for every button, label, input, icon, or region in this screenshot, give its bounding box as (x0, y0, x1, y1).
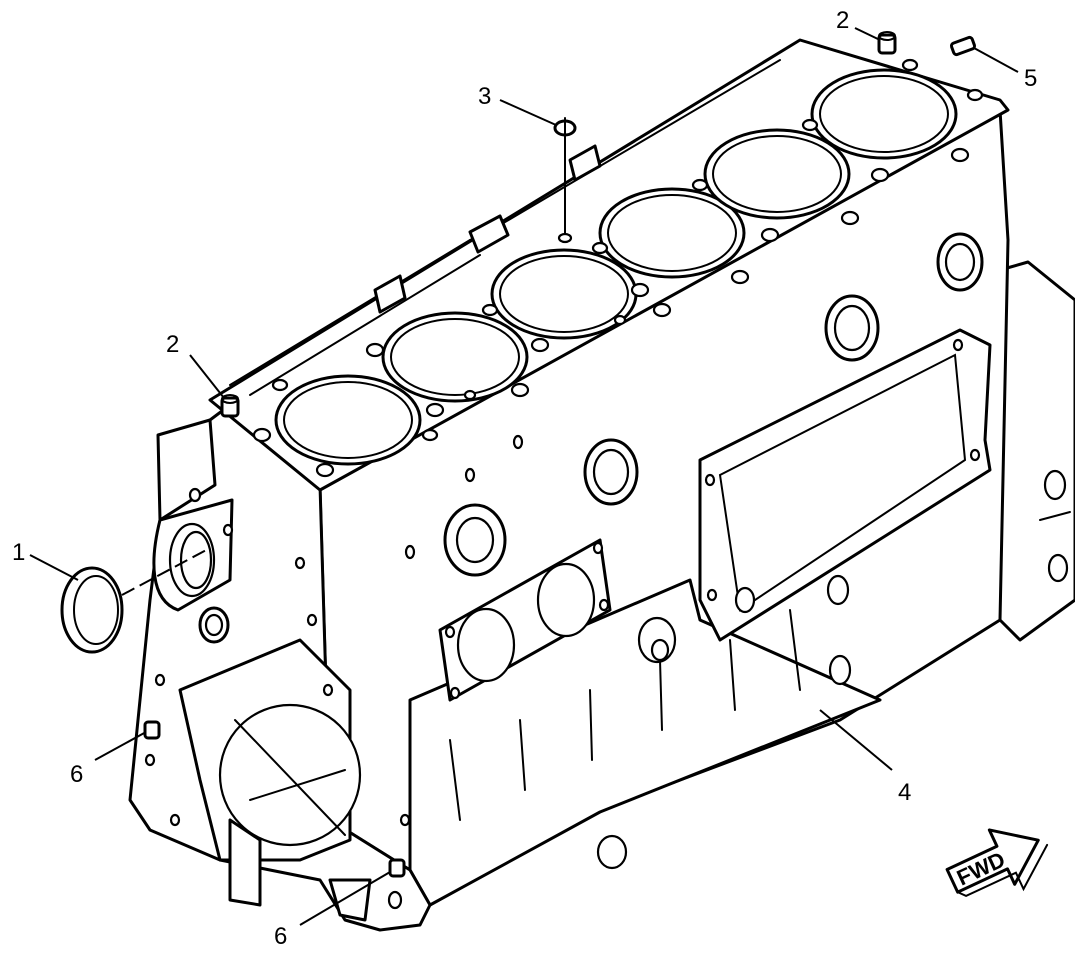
callout-1: 1 (12, 539, 25, 566)
callout-2-front: 2 (166, 331, 179, 358)
part-2-dowel-front (189, 354, 240, 418)
callout-6-lower: 6 (274, 923, 287, 950)
block-front-face (128, 403, 432, 932)
part-3-plug (499, 99, 577, 244)
callout-2-rear: 2 (836, 7, 849, 34)
part-2-dowel-rear (854, 27, 897, 55)
oil-cooler-flange (438, 538, 612, 702)
part-6-dowel-lower (299, 858, 406, 926)
callout-3: 3 (478, 83, 491, 110)
side-cover-outline (698, 328, 992, 642)
part-5-pin (949, 35, 1019, 73)
fwd-direction-arrow: FWD (945, 828, 1049, 898)
side-bosses (404, 232, 984, 614)
part-4-block-leader (819, 709, 893, 771)
callout-6-front: 6 (70, 761, 83, 788)
callout-4: 4 (898, 779, 911, 806)
callout-5: 5 (1024, 65, 1037, 92)
head-bolt-holes (252, 58, 984, 478)
part-6-dowel-front (94, 720, 161, 761)
cylinder-bores (274, 68, 958, 466)
part-1-expansion-plug (29, 547, 211, 654)
